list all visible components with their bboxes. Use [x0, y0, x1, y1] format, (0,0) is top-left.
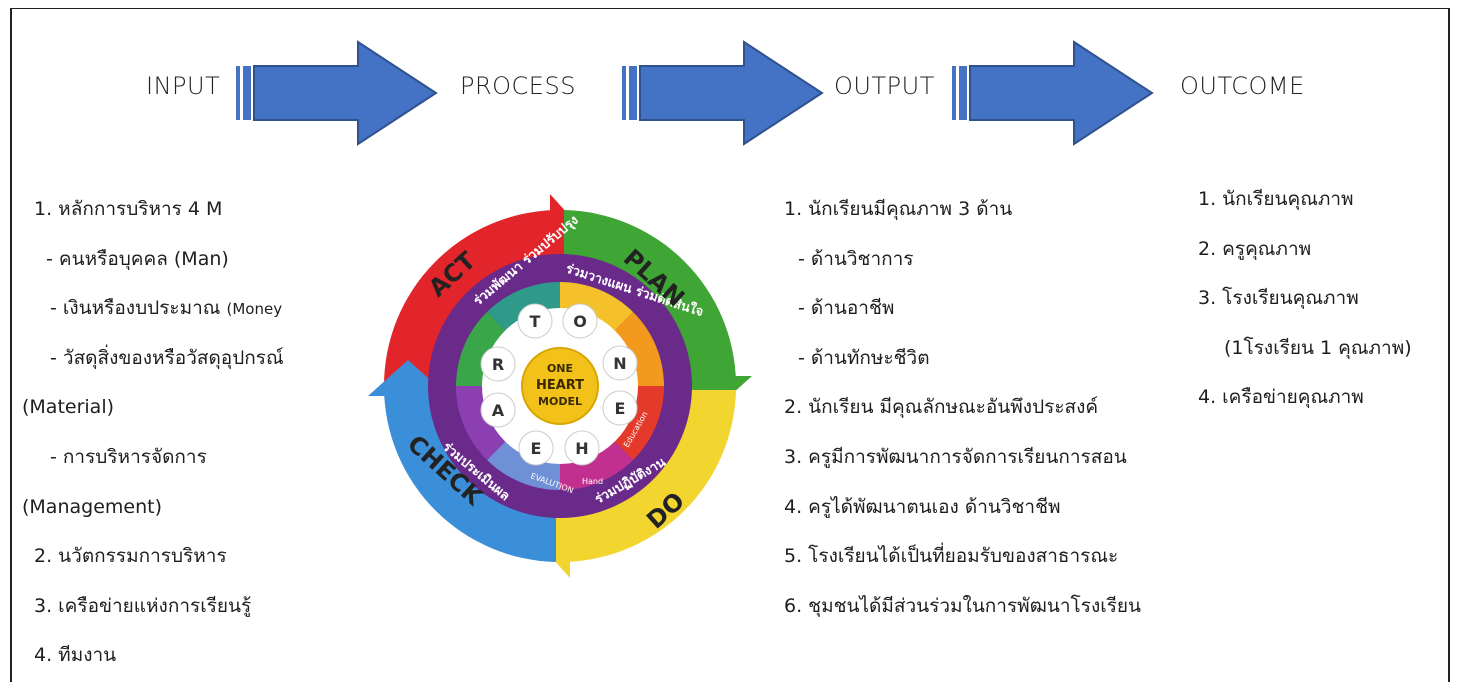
- outcome-item: (1โรงเรียน 1 คุณภาพ): [1224, 336, 1412, 359]
- input-item: (Material): [22, 396, 115, 419]
- do-arc: [564, 390, 736, 562]
- output-item: - ด้านวิชาการ: [798, 247, 914, 270]
- center-one: ONE: [547, 362, 573, 375]
- center-model: MODEL: [538, 395, 582, 408]
- input-item: - การบริหารจัดการ: [50, 445, 207, 468]
- letter-r: R: [492, 355, 504, 374]
- letter-e: E: [615, 399, 626, 418]
- stage-output: OUTPUT: [834, 72, 935, 100]
- output-item: - ด้านทักษะชีวิต: [798, 346, 930, 369]
- letter-h: H: [575, 439, 588, 458]
- outcome-item: 1. นักเรียนคุณภาพ: [1198, 188, 1354, 210]
- outcome-item: 3. โรงเรียนคุณภาพ: [1198, 287, 1359, 310]
- input-item: 3. เครือข่ายแห่งการเรียนรู้: [34, 594, 252, 617]
- output-item: 3. ครูมีการพัฒนาการจัดการเรียนการสอน: [784, 445, 1127, 468]
- diagram-frame: [10, 8, 1450, 682]
- check-arc: [384, 390, 556, 562]
- letter-o: O: [573, 312, 587, 331]
- input-item: - คนหรือบุคคล (Man): [46, 247, 229, 270]
- check-arrowhead: [368, 360, 448, 396]
- outcome-item: 4. เครือข่ายคุณภาพ: [1198, 386, 1364, 409]
- arrow-input-to-process: [236, 40, 438, 146]
- center-heart: HEART: [536, 378, 584, 393]
- input-item: 4. ทีมงาน: [34, 644, 117, 667]
- output-item: 4. ครูได้พัฒนาตนเอง ด้านวิชาชีพ: [784, 495, 1061, 518]
- input-item: - เงินหรืองบประมาณ (Money: [50, 297, 283, 320]
- output-list: 1. นักเรียนมีคุณภาพ 3 ด้าน - ด้านวิชาการ…: [784, 185, 1141, 631]
- stage-process: PROCESS: [460, 72, 576, 100]
- output-item: - ด้านอาชีพ: [798, 297, 895, 320]
- letter-n: N: [613, 354, 626, 373]
- plan-arc: [564, 210, 736, 382]
- act-arc: [384, 210, 556, 386]
- letter-e2: E: [531, 439, 542, 458]
- stage-input: INPUT: [146, 72, 221, 100]
- arrow-output-to-outcome: [952, 40, 1154, 146]
- letter-a: A: [492, 401, 505, 420]
- input-item: (Management): [22, 495, 162, 518]
- input-item: 2. นวัตกรรมการบริหาร: [34, 545, 227, 568]
- segment-label-hand: Hand: [582, 477, 603, 486]
- letter-circles: T O N E H E A R: [480, 303, 638, 466]
- output-item: 2. นักเรียน มีคุณลักษณะอันพึงประสงค์: [784, 396, 1099, 419]
- stage-outcome: OUTCOME: [1180, 72, 1305, 100]
- input-item: 1. หลักการบริหาร 4 M: [34, 198, 223, 220]
- one-heart-model-cycle: T O N E H E A R ONE HEART MODEL EVALUTIO…: [368, 194, 752, 578]
- arrow-process-to-output: [622, 40, 824, 146]
- input-item: - วัสดุสิ่งของหรือวัสดุอุปกรณ์: [50, 346, 284, 369]
- letter-t: T: [530, 312, 541, 331]
- outcome-list: 1. นักเรียนคุณภาพ 2. ครูคุณภาพ 3. โรงเรี…: [1186, 175, 1412, 423]
- output-item: 6. ชุมชนได้มีส่วนร่วมในการพัฒนาโรงเรียน: [784, 594, 1142, 617]
- input-list: 1. หลักการบริหาร 4 M - คนหรือบุคคล (Man)…: [22, 185, 284, 681]
- outcome-item: 2. ครูคุณภาพ: [1198, 237, 1312, 260]
- output-item: 5. โรงเรียนได้เป็นที่ยอมรับของสาธารณะ: [784, 545, 1119, 568]
- output-item: 1. นักเรียนมีคุณภาพ 3 ด้าน: [784, 198, 1013, 220]
